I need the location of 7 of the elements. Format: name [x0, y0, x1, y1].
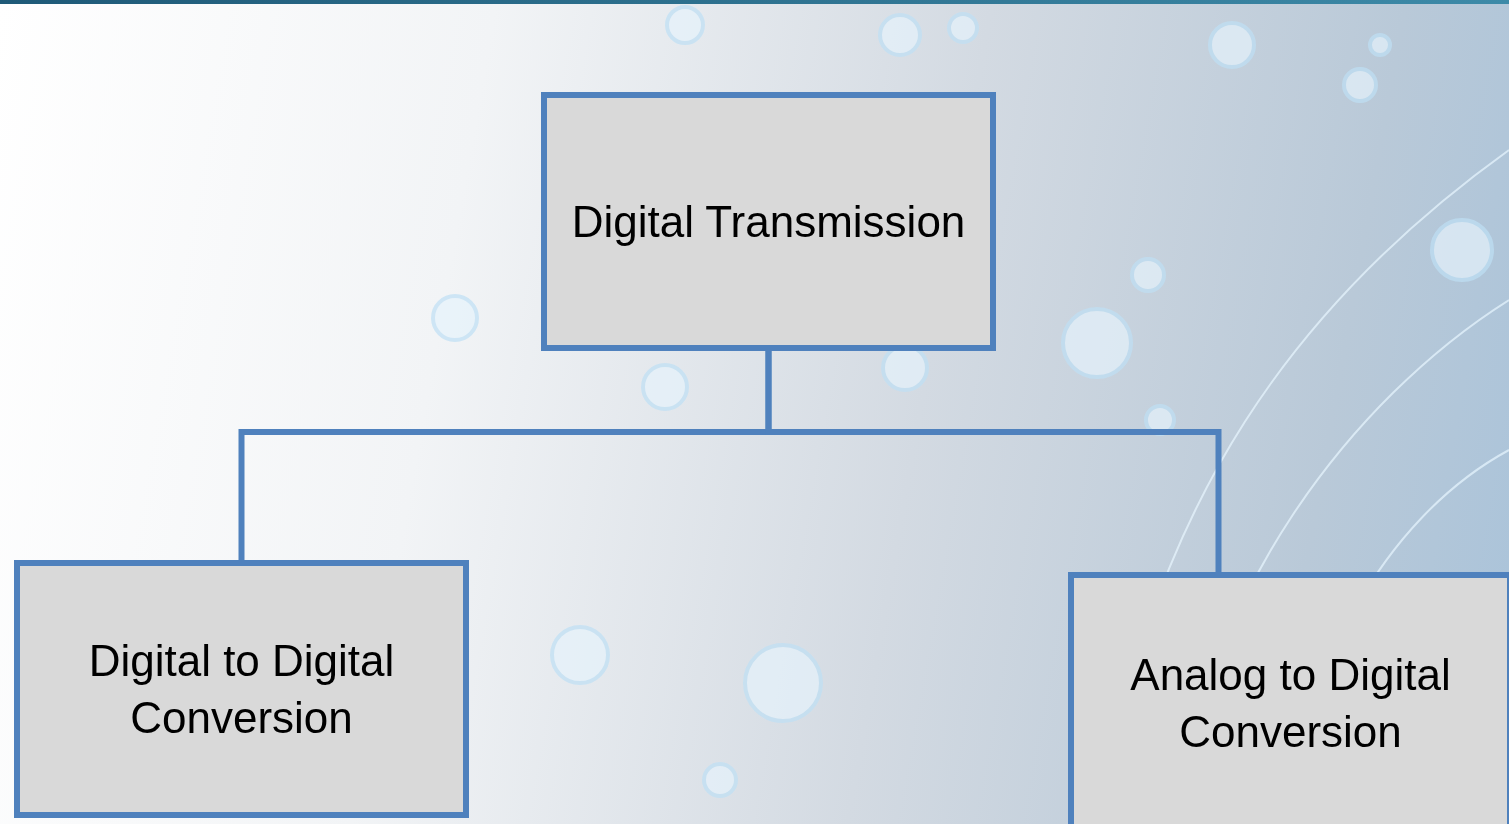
- connector-line: [765, 351, 1222, 572]
- process-box: [1068, 572, 1509, 824]
- box-label: Analog to Digital Conversion: [1129, 648, 1452, 758]
- process-box: [541, 92, 996, 351]
- box-label: Digital to Digital Conversion: [87, 634, 396, 744]
- box-label: Digital Transmission: [571, 195, 966, 248]
- process-box: [14, 560, 469, 818]
